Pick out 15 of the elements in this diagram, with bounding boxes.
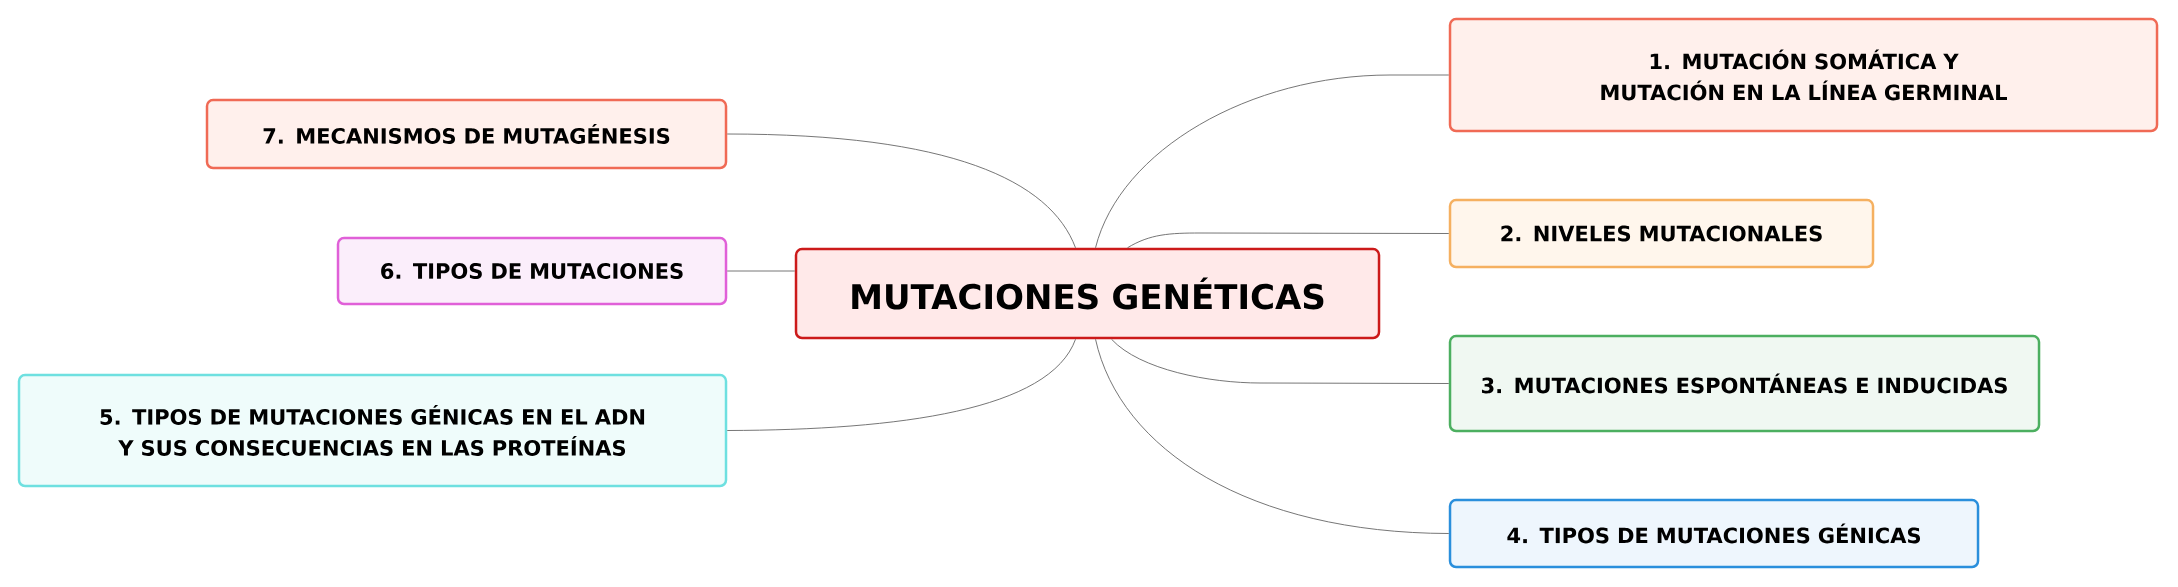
- topic-box: 2. NIVELES MUTACIONALES: [1448, 198, 1875, 269]
- topic-box: 3. MUTACIONES ESPONTÁNEAS E INDUCIDAS: [1448, 334, 2041, 433]
- connector-line: [1095, 74, 1450, 249]
- topic-box: 7. MECANISMOS DE MUTAGÉNESIS: [205, 98, 728, 170]
- connector-line: [1111, 338, 1450, 384]
- connector-line: [1095, 338, 1450, 534]
- topic-box: 6. TIPOS DE MUTACIONES: [336, 236, 728, 306]
- topic-box: 4. TIPOS DE MUTACIONES GÉNICAS: [1448, 498, 1980, 569]
- connector-line: [1127, 232, 1450, 249]
- connector-line: [726, 338, 1076, 431]
- connector-line: [726, 133, 1076, 249]
- connector-line: [726, 270, 796, 272]
- central-topic-box: MUTACIONES GENÉTICAS: [794, 247, 1381, 340]
- topic-box: 1. MUTACIÓN SOMÁTICA Y MUTACIÓN EN LA LÍNEA GERMINAL: [1448, 17, 2159, 133]
- topic-box: 5. TIPOS DE MUTACIONES GÉNICAS EN EL ADN Y SUS CONSECUENCIAS EN LAS PROTEÍNAS: [17, 373, 728, 488]
